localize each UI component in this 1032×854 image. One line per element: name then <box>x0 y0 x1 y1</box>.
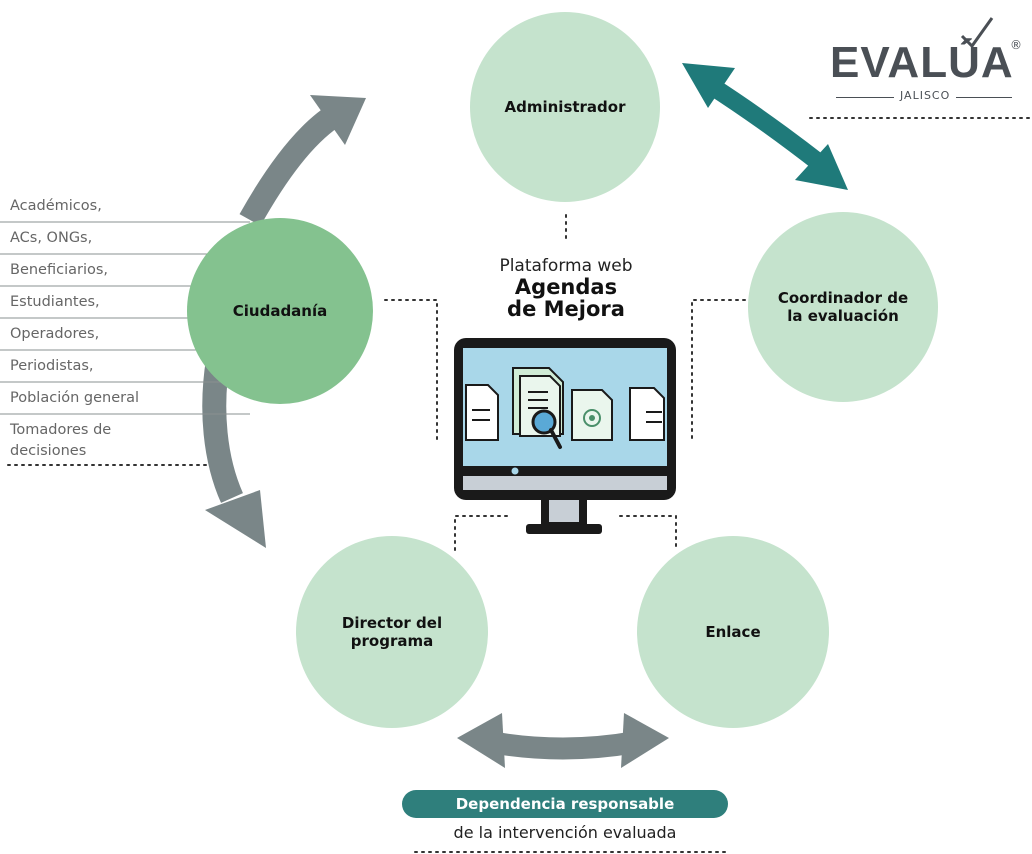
node-coordinador-label: Coordinador de la evaluación <box>777 289 909 325</box>
monitor-icon <box>454 338 676 534</box>
logo-region: JALISCO <box>894 89 957 102</box>
stakeholder-item: Beneficiarios, <box>10 262 109 278</box>
document-gears-icon <box>571 389 613 441</box>
checkmark-icon <box>960 17 994 49</box>
dotted-connectors <box>7 117 1032 853</box>
platform-title-line1: Agendas <box>514 275 618 299</box>
platform-title-line2: de Mejora <box>507 297 625 322</box>
stakeholder-item: Periodistas, <box>10 358 94 374</box>
stakeholder-item: Operadores, <box>10 326 100 342</box>
stakeholder-item: Población general <box>10 390 139 406</box>
dependencia-badge-label: Dependencia responsable <box>455 795 675 813</box>
stakeholder-item: Estudiantes, <box>10 294 100 310</box>
logo-brand: EVALÚA <box>830 38 1014 87</box>
node-director: Director del programa <box>296 536 488 728</box>
connector-enlace-platform <box>619 515 677 551</box>
dependencia-caption: de la intervención evaluada <box>453 823 677 842</box>
node-administrador: Administrador <box>470 12 660 202</box>
platform-title: Plataforma web Agendas de Mejora <box>460 256 672 320</box>
arrow-director-enlace <box>457 713 669 768</box>
dependencia-badge: Dependencia responsable <box>402 790 728 818</box>
document-left-icon <box>465 384 499 441</box>
node-ciudadania: Ciudadanía <box>187 218 373 404</box>
platform-subtitle: Plataforma web <box>499 256 633 276</box>
connector-ciudadania-platform <box>384 299 438 441</box>
document-search-icon <box>512 367 564 449</box>
document-right-icon <box>629 387 665 441</box>
node-administrador-label: Administrador <box>504 98 626 116</box>
node-enlace: Enlace <box>637 536 829 728</box>
connector-director-platform <box>454 515 511 551</box>
stakeholder-item: ACs, ONGs, <box>10 230 93 246</box>
node-director-label: Director del programa <box>341 614 443 650</box>
node-ciudadania-label: Ciudadanía <box>232 302 328 320</box>
evalua-logo: EVALÚA ® JALISCO <box>826 14 1026 104</box>
node-enlace-label: Enlace <box>705 623 761 641</box>
logo-registered-mark: ® <box>1010 38 1022 52</box>
node-coordinador: Coordinador de la evaluación <box>748 212 938 402</box>
arrow-admin-coordinador <box>682 63 848 190</box>
stakeholder-item: Académicos, <box>10 198 102 214</box>
stakeholder-item: Tomadores de decisiones <box>10 422 112 460</box>
connector-coordinador-platform <box>691 299 746 441</box>
arrow-ciudadania-to-admin <box>239 95 366 226</box>
